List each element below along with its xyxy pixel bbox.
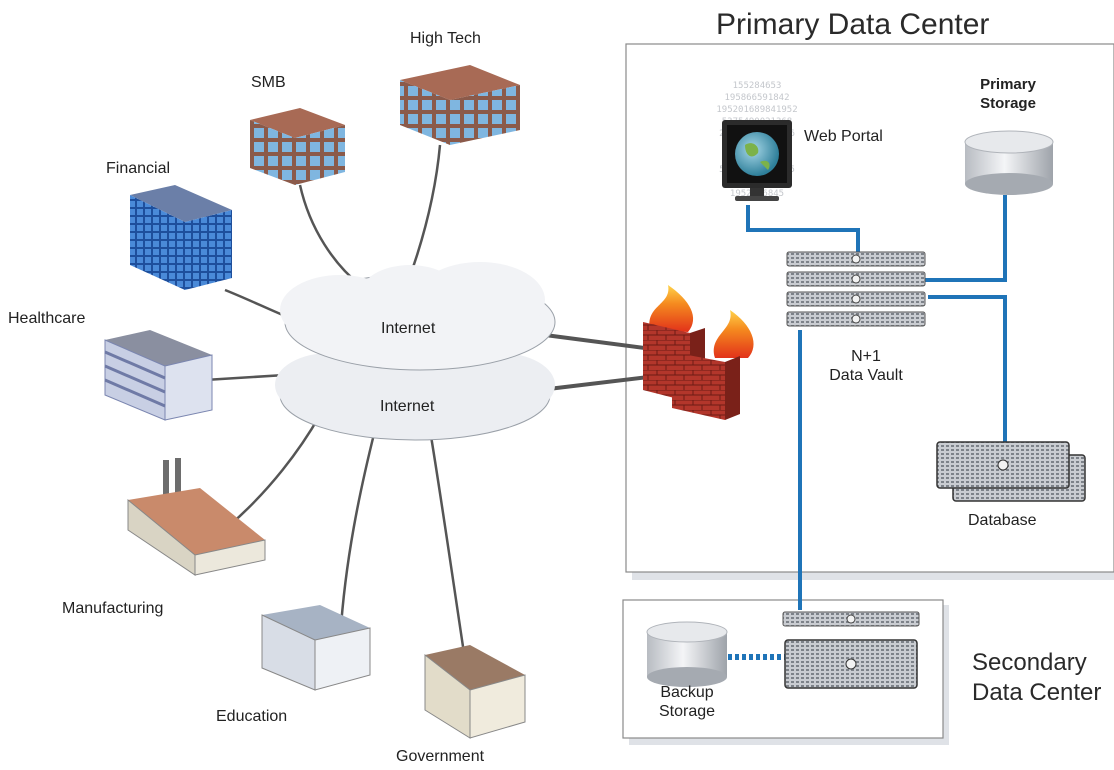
label-internet-top: Internet bbox=[381, 320, 436, 337]
label-government: Government bbox=[396, 748, 485, 765]
label-high-tech: High Tech bbox=[410, 30, 481, 47]
internet-cloud-bottom bbox=[275, 349, 555, 441]
primary-data-center-title: Primary Data Center bbox=[716, 8, 990, 41]
primary-storage-cylinder bbox=[964, 130, 1054, 195]
smb-building bbox=[250, 108, 345, 185]
label-education: Education bbox=[216, 708, 288, 725]
label-financial: Financial bbox=[106, 160, 171, 177]
secondary-servers bbox=[782, 611, 920, 689]
financial-building bbox=[130, 185, 232, 290]
label-web-portal: Web Portal bbox=[804, 128, 883, 145]
monitor-digits-line: 195866591842 bbox=[724, 93, 789, 103]
database-servers bbox=[936, 441, 1086, 502]
label-backup-storage-line2: Storage bbox=[658, 703, 716, 720]
manufacturing-building bbox=[127, 458, 266, 576]
vault-server-2 bbox=[786, 271, 926, 287]
secondary-data-center-title-line2: Data Center bbox=[972, 679, 1102, 706]
data-links bbox=[746, 195, 1007, 610]
data-vault-servers bbox=[786, 251, 926, 327]
secondary-data-center-title-line1: Secondary bbox=[972, 649, 1087, 676]
internet-cloud-top bbox=[280, 262, 556, 371]
label-manufacturing: Manufacturing bbox=[62, 600, 164, 617]
firewall-icon bbox=[643, 285, 754, 420]
backup-storage-cylinder bbox=[646, 621, 728, 687]
monitor-digits-line: 195201689841952 bbox=[716, 105, 797, 115]
label-data-vault-line1: N+1 bbox=[851, 348, 881, 365]
vault-server-1 bbox=[786, 251, 926, 267]
vault-server-4 bbox=[786, 311, 926, 327]
education-building bbox=[261, 605, 371, 691]
label-data-vault-line2: Data Vault bbox=[829, 367, 903, 384]
label-primary-storage-line1: Primary bbox=[980, 76, 1036, 93]
label-healthcare: Healthcare bbox=[8, 310, 86, 327]
label-database: Database bbox=[968, 512, 1037, 529]
label-primary-storage-line2: Storage bbox=[980, 95, 1036, 112]
monitor-digits-line: 155284653 bbox=[733, 81, 782, 91]
high-tech-building bbox=[400, 65, 520, 145]
label-internet-bottom: Internet bbox=[380, 398, 435, 415]
label-backup-storage-line1: Backup bbox=[660, 684, 714, 701]
web-portal-monitor: 1552846531958665918421952016898419525375… bbox=[716, 81, 798, 201]
healthcare-building bbox=[104, 330, 213, 421]
government-building bbox=[424, 645, 526, 739]
label-smb: SMB bbox=[251, 74, 286, 91]
vault-server-3 bbox=[786, 291, 926, 307]
